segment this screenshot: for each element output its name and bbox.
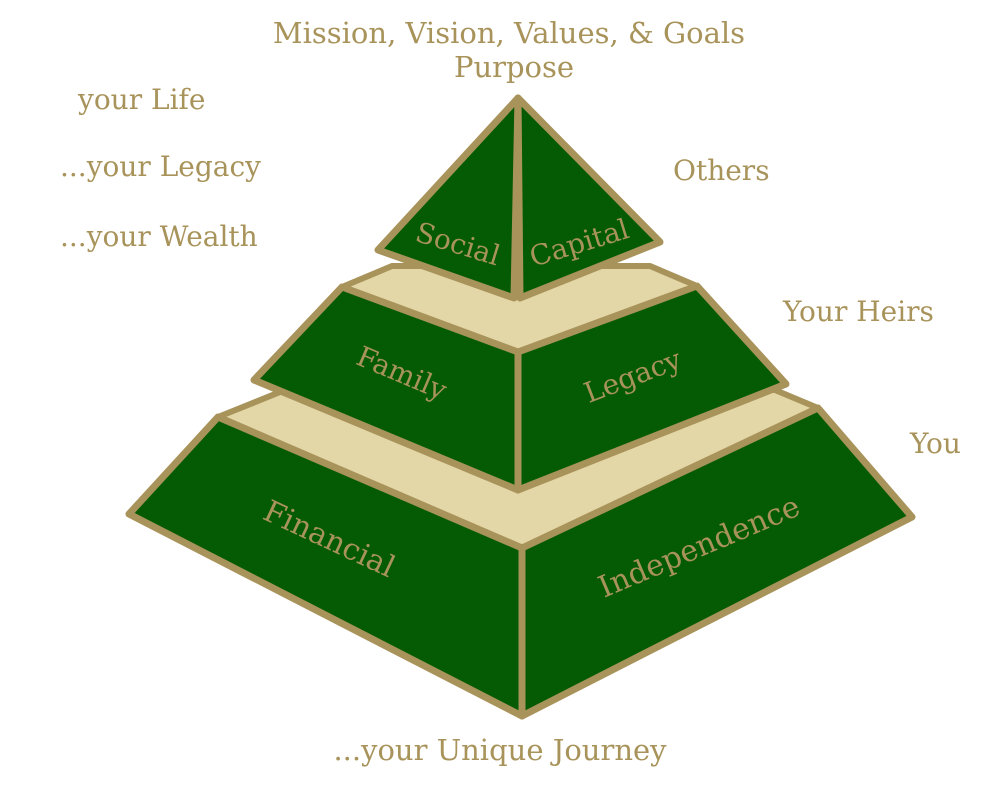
bottom-tier-right-face [518, 404, 916, 720]
middle-tier-right-face [514, 282, 790, 494]
header-title: Mission, Vision, Values, & Goals [273, 16, 745, 50]
right-label-others: Others [673, 154, 770, 187]
footer-caption: ...your Unique Journey [333, 733, 667, 767]
right-label-heirs: Your Heirs [782, 295, 934, 328]
header-purpose: Purpose [454, 50, 574, 84]
top-tier-right-face [514, 94, 664, 302]
left-label-wealth: ...your Wealth [60, 220, 258, 253]
right-label-you: You [909, 427, 961, 460]
left-label-legacy: ...your Legacy [60, 150, 261, 183]
left-label-life: your Life [77, 83, 205, 116]
